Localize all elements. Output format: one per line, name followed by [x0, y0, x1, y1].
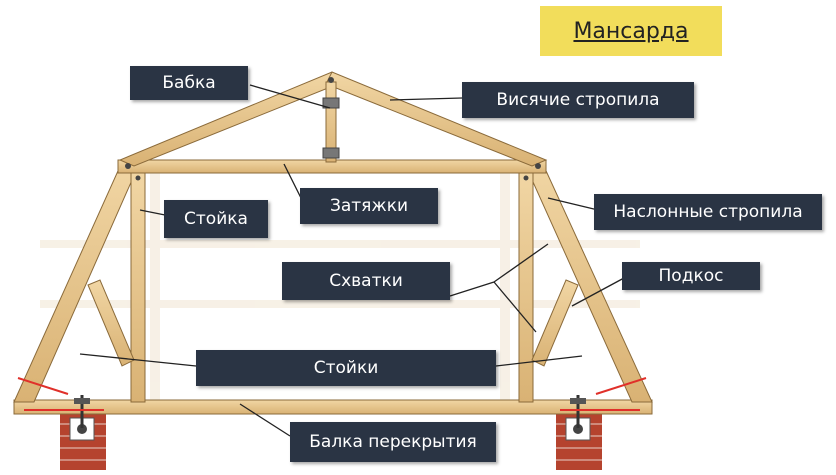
post-right	[518, 171, 534, 403]
label-stoyki: Стойки	[196, 350, 496, 386]
anchor-left	[74, 395, 90, 428]
page-title: Мансарда	[573, 18, 689, 44]
label-babka: Бабка	[130, 66, 248, 100]
title-box: Мансарда	[540, 6, 722, 56]
label-zatyazhki: Затяжки	[300, 188, 438, 224]
rafter-upper-right	[325, 71, 548, 167]
label-skhvatki: Схватки	[282, 262, 450, 300]
post-left	[130, 171, 146, 403]
label-visyachie-stropila: Висячие стропила	[462, 82, 694, 118]
rafter-lower-left	[13, 161, 141, 403]
label-naslonnye-stropila: Наслонные стропила	[594, 194, 822, 230]
label-podkos: Подкос	[622, 262, 760, 290]
anchor-right	[570, 395, 586, 428]
floor-beam	[13, 399, 653, 415]
strut-right	[531, 279, 579, 367]
label-balka-perekrytiya: Балка перекрытия	[290, 422, 496, 462]
label-stoyka: Стойка	[164, 200, 268, 238]
strut-left	[87, 279, 135, 367]
